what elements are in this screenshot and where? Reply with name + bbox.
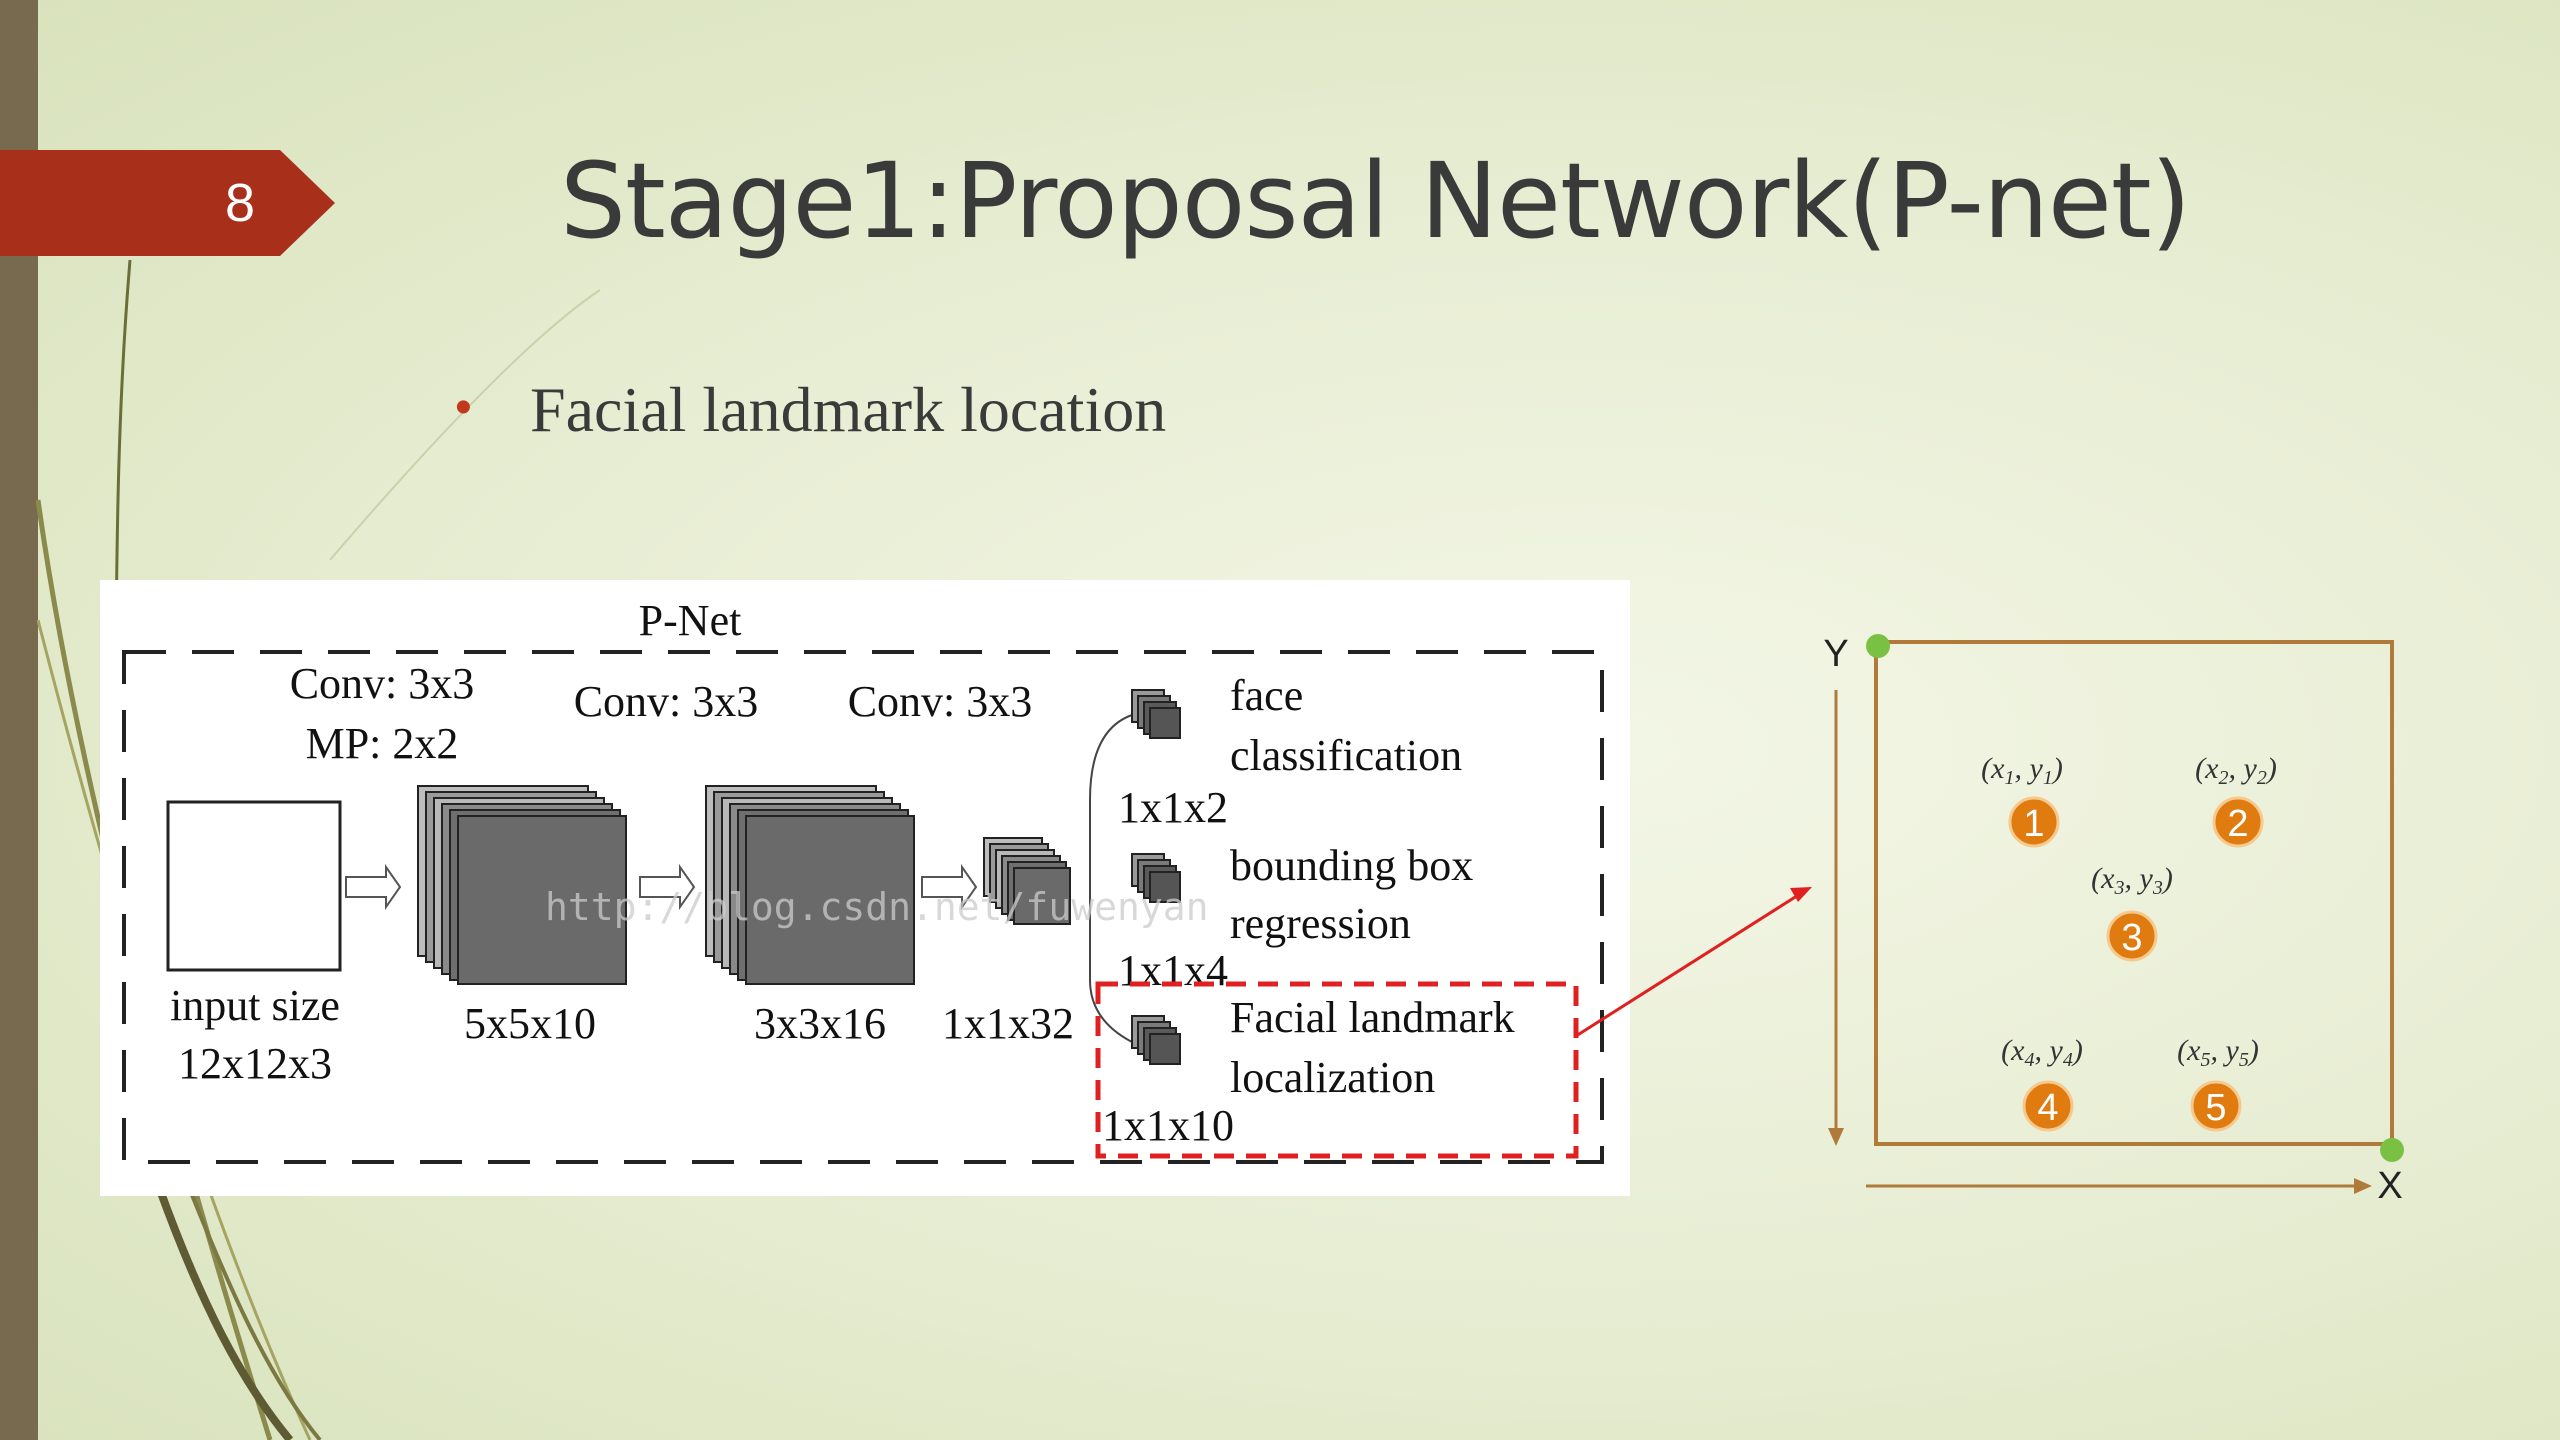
output-landmark-line1: Facial landmark (1230, 993, 1515, 1042)
map1-size-label: 5x5x10 (464, 999, 596, 1048)
landmark-2-label: (x2, y2) (2195, 752, 2277, 789)
landmark-2-number: 2 (2227, 803, 2248, 845)
landmark-5-label: (x5, y5) (2177, 1034, 2259, 1071)
input-box (166, 800, 342, 972)
landmark-coordinate-diagram: Y X (x1, y1) 1 (x2, y2) 2 (x3, y3) 3 (x4… (1823, 633, 2404, 1207)
x-axis-label: X (2377, 1165, 2402, 1207)
flow-arrow-1 (345, 863, 402, 911)
output-face-line1: face (1230, 671, 1303, 720)
output-branch-line (1089, 714, 1133, 1043)
y-axis-arrowhead (1828, 1128, 1844, 1146)
pnet-title: P-Net (639, 596, 742, 645)
landmark-highlight-box (1095, 981, 1579, 1159)
bullet-marker: • (455, 381, 472, 434)
slide-number-tab (0, 150, 335, 256)
landmark-1-number: 1 (2023, 803, 2044, 845)
pnet-diagram: P-Net Conv: 3x3 MP: 2x2 Conv: 3x3 Conv: … (100, 580, 1630, 1196)
slide-number: 8 (224, 173, 256, 233)
output-landmark-size: 1x1x10 (1102, 1101, 1234, 1150)
output-block-landmark (1131, 1015, 1181, 1065)
bullet-text: Facial landmark location (530, 374, 1167, 445)
output-block-face (1131, 689, 1181, 739)
landmark-3-marker (2106, 910, 2158, 962)
output-face-size: 1x1x2 (1118, 783, 1228, 832)
landmark-4-marker (2022, 1080, 2074, 1132)
feature-map-5x5x10 (417, 785, 627, 985)
flow-arrow-2 (639, 863, 696, 911)
output-face-line2: classification (1230, 731, 1462, 780)
landmark-4-number: 4 (2037, 1087, 2058, 1129)
output-bbox-size: 1x1x4 (1118, 946, 1228, 995)
stage1-pool-label: MP: 2x2 (306, 719, 459, 768)
stage3-conv-label: Conv: 3x3 (848, 677, 1033, 726)
landmark-1-label: (x1, y1) (1981, 752, 2063, 789)
y-axis-label: Y (1823, 633, 1848, 675)
origin-marker (1866, 634, 1890, 658)
input-size-label: input size (170, 981, 340, 1030)
landmark-4-label: (x4, y4) (2001, 1034, 2083, 1071)
feature-map-1x1x32 (983, 837, 1071, 925)
flow-arrow-3 (921, 863, 978, 911)
map2-size-label: 3x3x16 (754, 999, 886, 1048)
face-frame (1874, 640, 2394, 1146)
x-axis-arrowhead (2354, 1178, 2372, 1194)
watermark: http://blog.csdn.net/fuwenyan (545, 885, 1208, 929)
feature-map-3x3x16 (705, 785, 915, 985)
landmark-2-marker (2212, 796, 2264, 848)
stage2-conv-label: Conv: 3x3 (574, 677, 759, 726)
landmark-3-label: (x3, y3) (2091, 862, 2173, 899)
output-block-bbox (1131, 853, 1181, 903)
output-bbox-line1: bounding box (1230, 841, 1473, 890)
map3-size-label: 1x1x32 (942, 999, 1074, 1048)
landmark-5-marker (2190, 1080, 2242, 1132)
slide-title: Stage1:Proposal Network(P-net) (560, 140, 2191, 262)
landmark-1-marker (2008, 796, 2060, 848)
landmark-5-number: 5 (2205, 1087, 2226, 1129)
input-dims-label: 12x12x3 (178, 1039, 332, 1088)
corner-marker (2380, 1138, 2404, 1162)
landmark-3-number: 3 (2121, 917, 2142, 959)
output-landmark-line2: localization (1230, 1053, 1435, 1102)
stage1-conv-label: Conv: 3x3 (290, 659, 475, 708)
output-bbox-line2: regression (1230, 899, 1411, 948)
